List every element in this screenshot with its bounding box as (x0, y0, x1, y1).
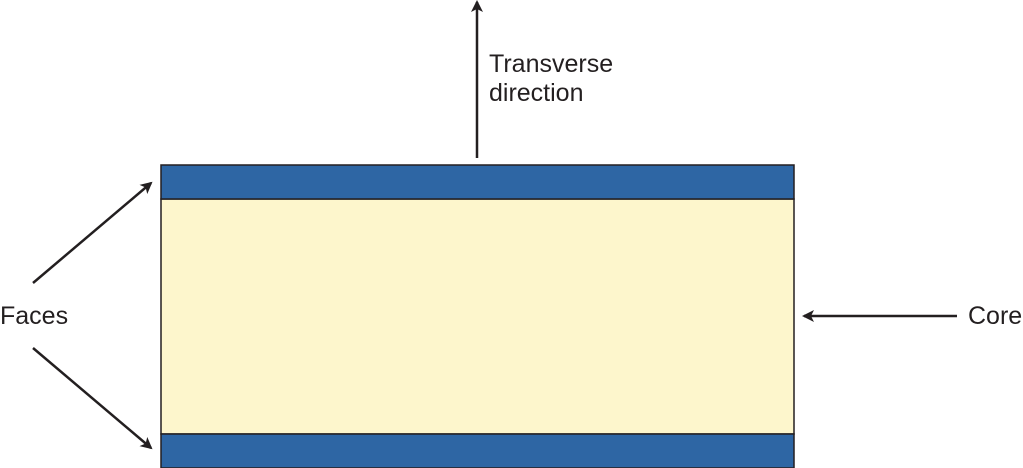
top-face-layer (160, 164, 795, 200)
transverse-label-line1: Transverse (489, 50, 614, 78)
faces-arrow-bottom (32, 347, 153, 450)
transverse-label-line2: direction (489, 78, 584, 107)
bottom-face-layer (160, 433, 795, 468)
faces-arrow-top (32, 181, 153, 284)
transverse-direction-label: Transverse direction (489, 50, 613, 108)
core-layer (160, 198, 795, 435)
faces-label: Faces (0, 302, 69, 330)
core-label: Core (968, 302, 1023, 330)
